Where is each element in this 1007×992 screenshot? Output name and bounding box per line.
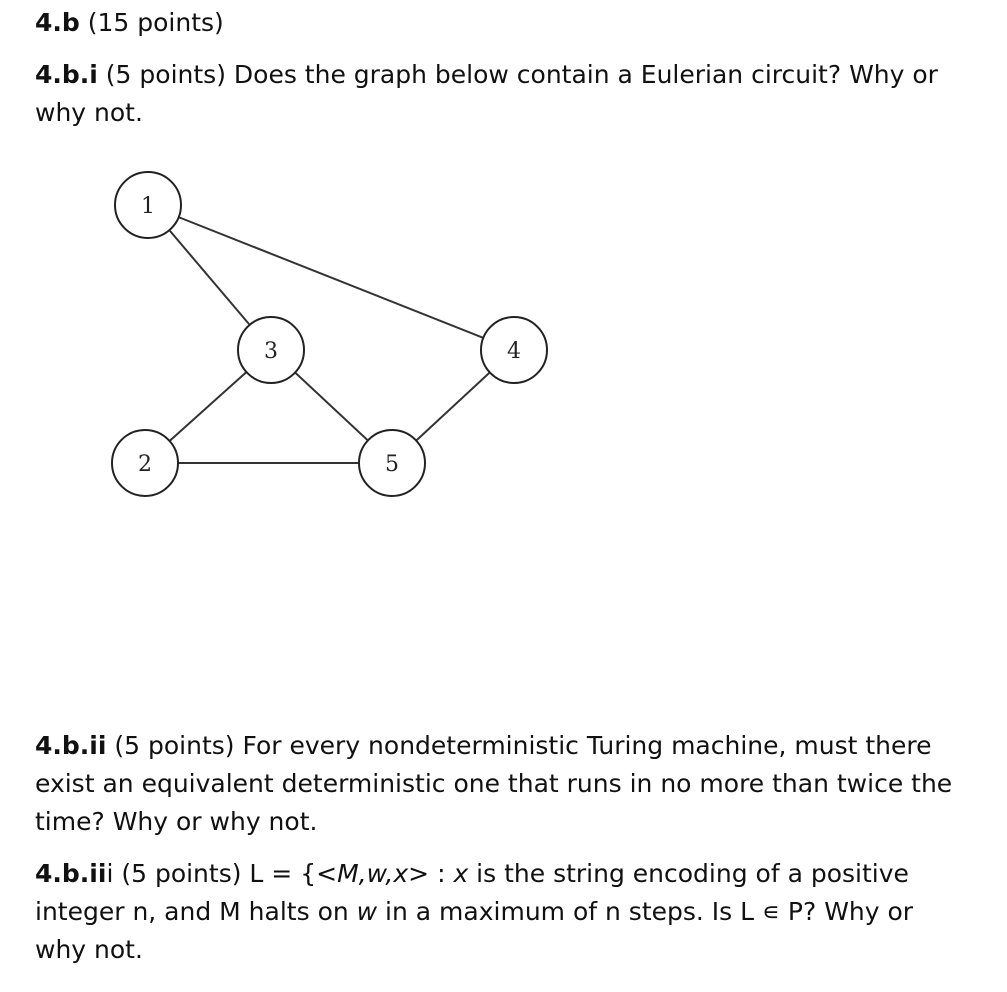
tuple-variables: M,w,x <box>337 859 409 888</box>
question-number: 4.b.ii <box>35 731 107 760</box>
graph-edges <box>144 204 515 464</box>
graph-node-3: 3 <box>237 316 305 384</box>
variable-x: x <box>453 859 469 888</box>
question-text: (5 points) Does the graph below contain … <box>35 60 938 127</box>
question-text-part: is the string encoding of a positive int… <box>35 859 909 926</box>
node-label: 2 <box>138 452 152 477</box>
graph-node-2: 2 <box>111 429 179 497</box>
node-circle <box>111 429 179 497</box>
variable-w: w <box>356 897 378 926</box>
graph-node-1: 1 <box>114 171 182 239</box>
question-4bii: 4.b.ii (5 points) For every nondetermini… <box>35 727 970 841</box>
node-circle <box>358 429 426 497</box>
node-label: 3 <box>264 339 278 364</box>
question-text-part: > : <box>408 859 454 888</box>
graph-node-4: 4 <box>480 316 548 384</box>
section-points: (15 points) <box>79 8 224 37</box>
node-circle <box>114 171 182 239</box>
node-label: 5 <box>385 452 399 477</box>
node-label: 1 <box>141 194 155 219</box>
question-number: 4.b.ii <box>35 859 107 888</box>
edge-1-4 <box>147 204 515 351</box>
node-circle <box>480 316 548 384</box>
question-4biii: 4.b.iii (5 points) L = {<M,w,x> : x is t… <box>35 855 970 969</box>
graph-node-5: 5 <box>358 429 426 497</box>
node-circle <box>237 316 305 384</box>
section-heading: 4.b (15 points) <box>35 4 970 42</box>
node-label: 4 <box>507 339 521 364</box>
question-number-tail: i <box>106 859 114 888</box>
graph-nodes: 1 2 3 4 5 <box>111 171 548 497</box>
question-text: (5 points) For every nondeterministic Tu… <box>35 731 953 836</box>
section-number: 4.b <box>35 8 80 37</box>
question-text-part: in a maximum of n steps. Is L ∊ P? Why o… <box>35 897 914 964</box>
question-number: 4.b.i <box>35 60 98 89</box>
question-text-part: (5 points) L = {< <box>113 859 338 888</box>
question-4bi: 4.b.i (5 points) Does the graph below co… <box>35 56 970 132</box>
